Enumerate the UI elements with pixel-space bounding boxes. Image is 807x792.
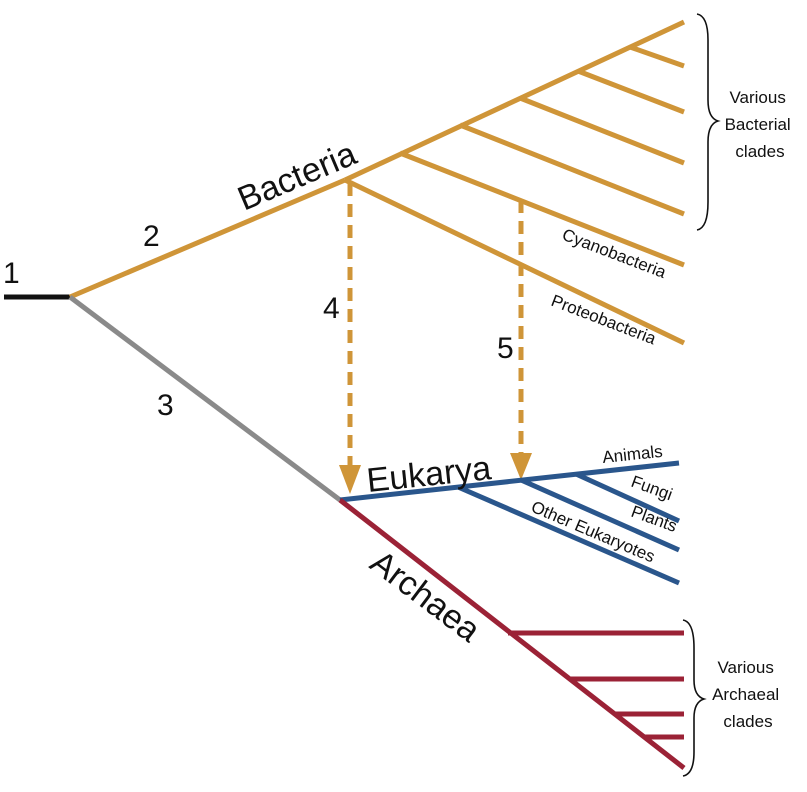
label-number-4: 4 xyxy=(323,292,340,325)
label-number-1: 1 xyxy=(3,257,20,290)
proteobacteria-branch xyxy=(343,177,686,346)
archaea-domain-label: Archaea xyxy=(363,543,487,650)
arrowhead-icon xyxy=(510,453,532,480)
cyanobacteria-branch xyxy=(399,150,685,268)
various-bacterial-clades-label: Various Bacterial clades xyxy=(725,88,796,161)
bacteria-clade xyxy=(343,19,686,346)
bacteria-branch xyxy=(577,68,685,115)
label-number-5: 5 xyxy=(497,332,514,365)
label-number-2: 2 xyxy=(143,220,160,253)
bacteria-branch xyxy=(629,44,685,69)
bacteria-branch xyxy=(459,122,685,217)
arrowhead-icon xyxy=(339,465,361,494)
eukarya-main-branch xyxy=(339,460,680,503)
eukarya-clade xyxy=(339,460,681,586)
archaea-clade xyxy=(338,498,686,770)
plants-branch xyxy=(519,477,681,553)
bacterial-clades-brace xyxy=(696,13,721,231)
proteobacteria-label: Proteobacteria xyxy=(549,291,660,349)
bacteria-domain-label: Bacteria xyxy=(232,135,362,219)
endosymbiosis-arrow-4 xyxy=(339,183,361,494)
endosymbiosis-arrow-5 xyxy=(510,200,532,480)
label-number-3: 3 xyxy=(157,389,174,422)
archaeal-clades-brace xyxy=(682,619,707,777)
bacteria-stem-branch xyxy=(69,177,346,300)
other-eukaryotes-branch xyxy=(457,484,680,586)
fungi-branch xyxy=(574,471,681,524)
bacteria-branch xyxy=(519,95,685,166)
various-archaeal-clades-label: Various Archaeal clades xyxy=(712,658,784,731)
archaea-stem-branch xyxy=(68,295,342,502)
